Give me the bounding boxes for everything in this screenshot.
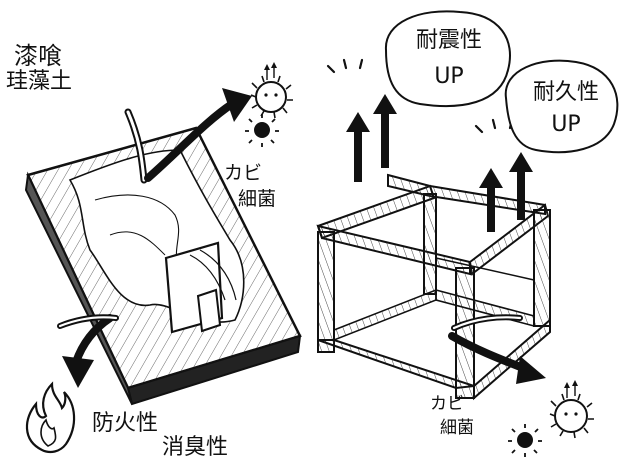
plaster-label-line1: 漆喰 (14, 42, 62, 70)
fireproof-label: 防火性 (92, 411, 159, 436)
fire-odor-arrow (57, 314, 119, 388)
germ-icon (549, 380, 594, 439)
mold-label-right-line2: 細菌 (440, 418, 474, 438)
durability-bubble (504, 59, 619, 154)
durability-bubble-title: 耐久性 (532, 80, 599, 105)
mold-repel-arrow-right (448, 314, 546, 384)
germ-icon (250, 62, 293, 119)
quake-bubble (384, 10, 511, 107)
mold-label-left-line1: カビ (224, 162, 263, 184)
bacteria-icon (245, 114, 279, 147)
flame-icon (25, 381, 76, 454)
timber-frame-cube (316, 173, 551, 401)
plaster-label-line2: 珪藻土 (6, 69, 73, 94)
deodorize-label: 消臭性 (162, 435, 229, 460)
mold-label-left-line2: 細菌 (238, 188, 277, 210)
durability-up-arrows (479, 152, 533, 232)
mold-label-right-line1: カビ (430, 394, 464, 414)
quake-bubble-title: 耐震性 (415, 28, 482, 53)
quake-bubble-up: UP (434, 64, 464, 89)
bacteria-icon (508, 424, 542, 457)
quake-up-arrows (346, 94, 397, 182)
mold-repel-arrow-left (144, 88, 252, 182)
durability-bubble-up: UP (551, 112, 581, 137)
